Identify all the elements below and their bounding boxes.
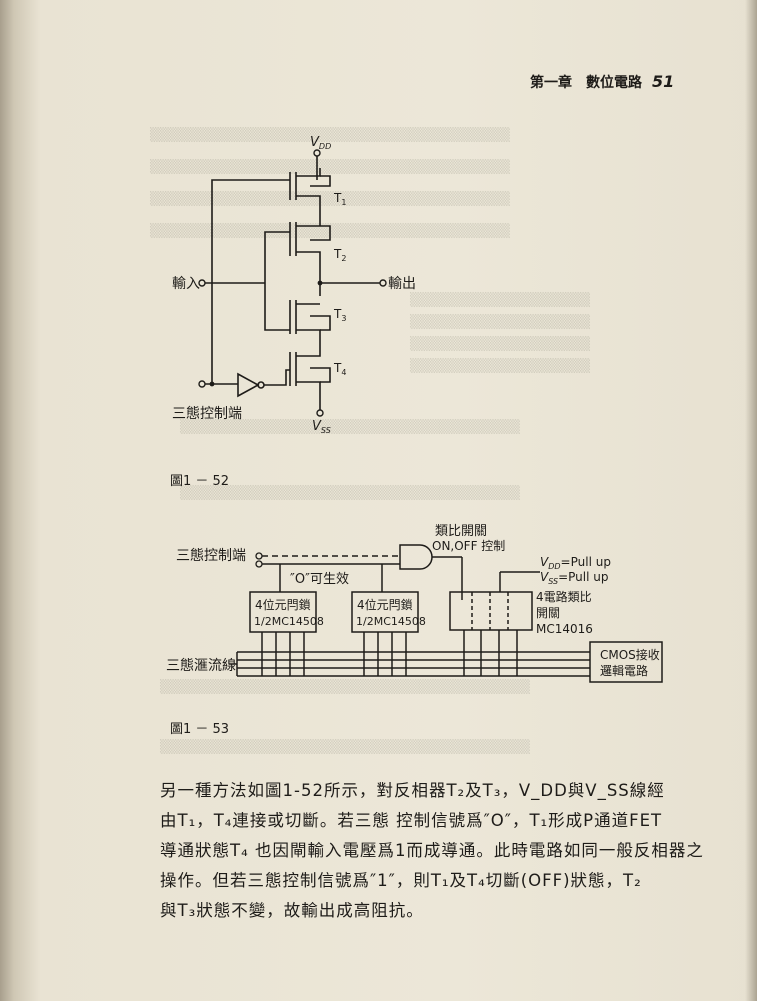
bleed-through-text: ▒▒▒▒▒▒▒▒▒▒▒▒▒▒▒▒▒▒▒▒▒▒▒▒▒▒▒▒▒▒▒▒▒▒ bbox=[180, 420, 520, 435]
analog-switch-label: 類比開關 bbox=[435, 524, 487, 539]
input-terminal bbox=[198, 279, 206, 287]
bleed-through-text: ▒▒▒▒▒▒▒▒▒▒▒▒▒▒▒▒▒▒▒▒▒▒▒▒▒▒▒▒▒▒▒▒▒▒▒▒ bbox=[150, 192, 510, 207]
control-terminal-a bbox=[255, 552, 263, 560]
cmos-receiver-block bbox=[589, 641, 663, 683]
latch-1-block bbox=[249, 591, 317, 633]
vss-pullup-label: VSS=Pull up bbox=[540, 570, 608, 586]
bleed-through-text: ▒▒▒▒▒▒▒▒▒▒▒▒▒▒▒▒▒▒▒▒▒▒▒▒▒▒▒▒▒▒▒▒▒▒▒▒ bbox=[150, 128, 510, 143]
vdd-pullup-label: VDD=Pull up bbox=[540, 555, 611, 571]
figure-1-53-caption: 圖1 － 53 bbox=[170, 722, 230, 737]
figure-1-52-caption: 圖1 － 52 bbox=[170, 474, 230, 489]
vdd-label: VDD bbox=[310, 135, 331, 151]
t1-label: T1 bbox=[333, 191, 346, 207]
bleed-through-text: ▒▒▒▒▒▒▒▒▒▒▒▒▒▒▒▒▒▒▒▒▒▒▒▒▒▒▒▒▒▒▒▒▒▒ bbox=[180, 486, 520, 501]
vss-terminal bbox=[316, 409, 324, 417]
t3-label: T3 bbox=[333, 307, 346, 323]
page-number: 51 bbox=[652, 72, 675, 91]
t2-label: T2 bbox=[333, 247, 346, 263]
input-label: 輸入 bbox=[172, 276, 200, 292]
bleed-through-text: ▒▒▒▒▒▒▒▒▒▒▒▒▒▒▒▒▒▒▒▒▒▒▒▒▒▒▒▒▒▒▒▒▒▒▒▒▒ bbox=[160, 680, 530, 695]
tristate-control-label: 三態控制端 bbox=[176, 548, 246, 564]
analog-switch-part: MC14016 bbox=[536, 622, 593, 636]
paragraph-line: 與T₃狀態不變，故輸出成高阻抗。 bbox=[160, 901, 424, 920]
zero-enable-label: ″O″可生效 bbox=[290, 572, 349, 587]
body-paragraph: 另一種方法如圖1-52所示，對反相器T₂及T₃，V_DD與V_SS線經 由T₁，… bbox=[160, 776, 704, 926]
on-off-control-label: ON,OFF 控制 bbox=[432, 539, 505, 553]
control-label: 三態控制端 bbox=[172, 406, 242, 422]
cmos-receiver-subtitle: 邏輯電路 bbox=[600, 663, 648, 678]
vss-label: VSS bbox=[312, 419, 331, 435]
page-edge-shadow bbox=[745, 0, 757, 1001]
tristate-bus-label: 三態滙流線 bbox=[166, 658, 236, 674]
output-terminal bbox=[379, 279, 387, 287]
paragraph-line: 操作。但若三態控制信號爲″1″，則T₁及T₄切斷(OFF)狀態，T₂ bbox=[160, 871, 642, 890]
vdd-terminal bbox=[313, 149, 321, 157]
analog-switch-title: 4電路類比 bbox=[536, 589, 592, 604]
paragraph-line: 由T₁，T₄連接或切斷。若三態 控制信號爲″O″，T₁形成P通道FET bbox=[160, 811, 663, 830]
latch-2-block bbox=[351, 591, 419, 633]
t4-label: T4 bbox=[333, 361, 346, 377]
paragraph-line: 另一種方法如圖1-52所示，對反相器T₂及T₃，V_DD與V_SS線經 bbox=[160, 781, 665, 800]
bleed-through-text: ▒▒▒▒▒▒▒▒▒▒▒▒▒▒▒▒▒▒▒▒▒▒▒▒▒▒▒▒▒▒▒▒▒▒▒▒▒ bbox=[160, 740, 530, 755]
control-terminal-b bbox=[255, 560, 263, 568]
latch-1-title: 4位元閂鎖 bbox=[255, 597, 311, 612]
latch-2-title: 4位元閂鎖 bbox=[357, 597, 413, 612]
running-header: 第一章 數位電路 51 bbox=[530, 72, 674, 92]
latch-2-part: 1/2MC14508 bbox=[356, 615, 426, 628]
analog-switch-subtitle: 開關 bbox=[536, 606, 560, 620]
control-terminal bbox=[198, 380, 206, 388]
output-label: 輸出 bbox=[388, 276, 416, 292]
bleed-through-text: ▒▒▒▒▒▒▒▒▒▒▒▒▒▒▒▒▒▒▒▒▒▒▒▒▒▒▒▒▒▒▒▒▒▒▒▒ bbox=[150, 160, 510, 175]
bleed-through-table: ▒▒▒▒▒▒▒▒▒▒▒▒▒▒▒▒▒▒▒▒▒▒▒▒▒▒▒▒▒▒▒▒▒▒▒▒▒▒▒▒… bbox=[410, 293, 590, 374]
cmos-receiver-title: CMOS接收 bbox=[600, 647, 660, 662]
paragraph-line: 導通狀態T₄ 也因閘輸入電壓爲1而成導通。此時電路如同一般反相器之 bbox=[160, 841, 704, 860]
analog-switch-block bbox=[449, 591, 533, 631]
latch-1-part: 1/2MC14508 bbox=[254, 615, 324, 628]
chapter-title: 第一章 數位電路 bbox=[530, 75, 642, 91]
